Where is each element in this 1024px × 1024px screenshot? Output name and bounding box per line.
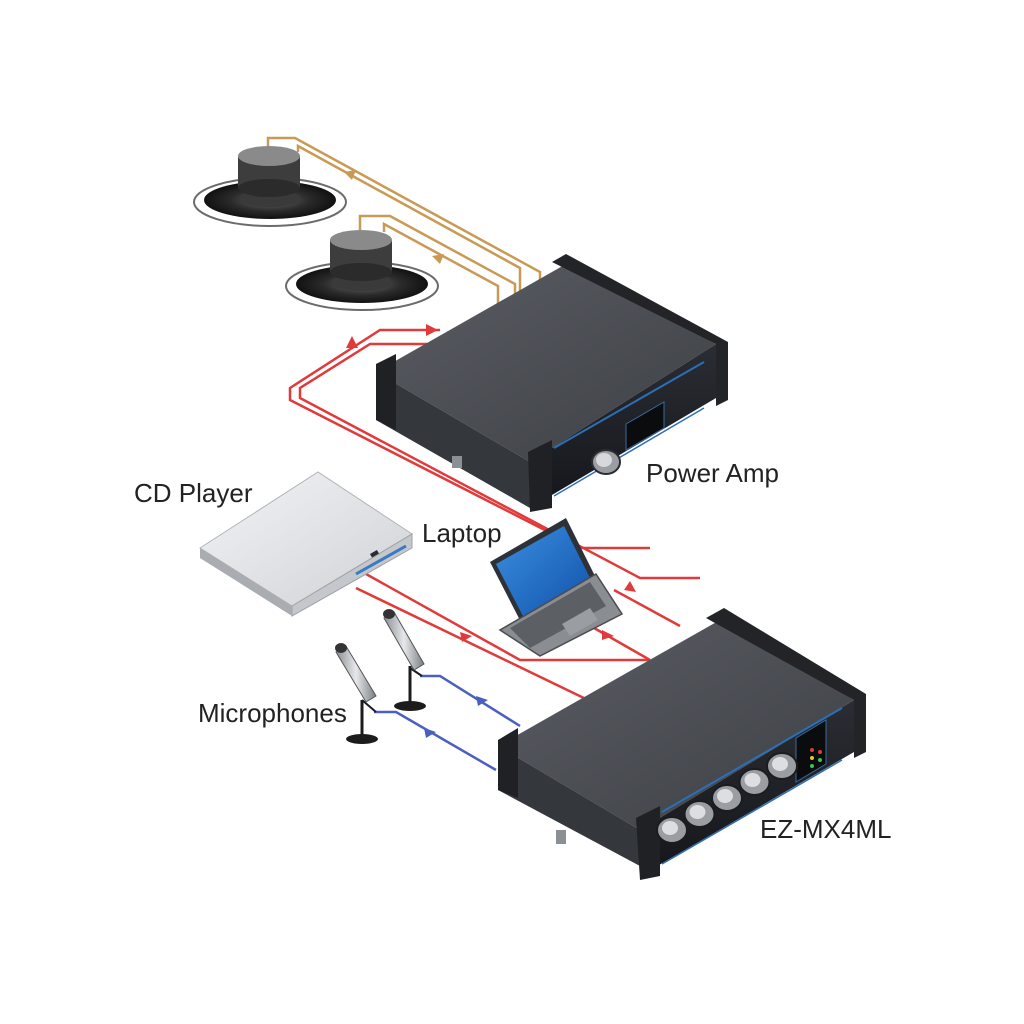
speaker-icon — [193, 146, 347, 227]
mic-cable-right — [420, 674, 521, 728]
mixer-knob-group — [656, 752, 798, 844]
microphone-icon — [335, 643, 378, 744]
cd-player-label: CD Player — [134, 478, 253, 508]
amp-input-cable-b — [298, 342, 700, 580]
mixer-knob — [711, 784, 743, 812]
cd-to-mixer-cable-a — [365, 572, 650, 662]
microphones-label: Microphones — [198, 698, 347, 728]
laptop-to-mixer-cable — [613, 588, 681, 628]
amp-input-cable-a — [288, 328, 650, 550]
line-audio-cables — [288, 328, 700, 702]
cd-player-icon — [199, 471, 413, 617]
mic-cable-left — [374, 710, 497, 772]
speaker-cable-arrows — [344, 170, 444, 264]
mixer-label: EZ-MX4ML — [760, 814, 891, 844]
speaker-cable-upper-return — [296, 143, 522, 300]
mic-cable-arrows — [424, 696, 488, 738]
cd-to-mixer-cable-b — [355, 586, 589, 702]
speaker-cable-upper — [266, 136, 542, 290]
mixer-knob — [766, 752, 798, 780]
speaker-cables — [266, 136, 542, 308]
laptop-icon — [490, 518, 624, 657]
power-amp-label: Power Amp — [646, 458, 779, 488]
speaker-cable-lower — [358, 214, 517, 300]
laptop-label: Laptop — [422, 518, 502, 548]
power-amp-icon — [376, 254, 728, 512]
line-cable-arrows — [346, 324, 636, 642]
mixer-knob — [656, 816, 688, 844]
speaker-icon — [285, 230, 439, 311]
mixer-knob — [683, 800, 716, 828]
mixer-knob — [738, 768, 771, 796]
mic-cables — [374, 674, 521, 772]
microphone-icon — [383, 609, 426, 711]
